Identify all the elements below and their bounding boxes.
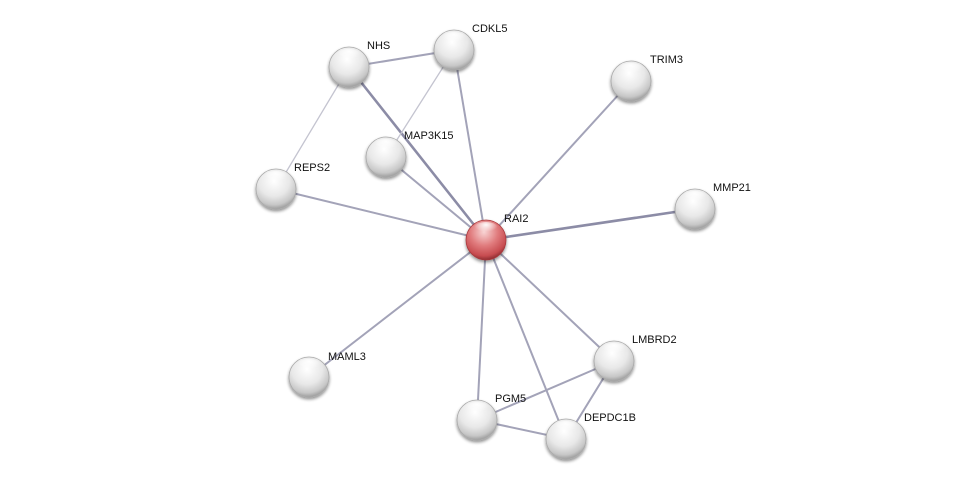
node-lmbrd2[interactable]: LMBRD2 [593, 334, 677, 382]
node-nhs[interactable]: NHS [328, 40, 390, 88]
edge-rai2-reps2 [275, 188, 487, 241]
node-highlight [473, 222, 499, 236]
node-highlight [441, 32, 467, 46]
node-label: MMP21 [713, 182, 751, 194]
node-reps2[interactable]: REPS2 [255, 162, 330, 210]
node-maml3[interactable]: MAML3 [288, 351, 366, 398]
node-label: PGM5 [495, 393, 526, 405]
node-depdc1b[interactable]: DEPDC1B [545, 412, 636, 460]
edge-nhs-reps2 [275, 66, 350, 190]
node-highlight [553, 421, 579, 435]
node-label: REPS2 [294, 162, 330, 174]
node-highlight [618, 63, 644, 77]
node-highlight [373, 139, 399, 153]
edge-rai2-cdkl5 [453, 49, 487, 241]
node-rai2[interactable]: RAI2 [465, 213, 528, 261]
edge-rai2-map3k15 [385, 156, 487, 241]
node-label: NHS [367, 40, 390, 52]
edge-rai2-pgm5 [476, 239, 487, 421]
edge-rai2-trim3 [485, 80, 632, 241]
node-label: MAP3K15 [404, 130, 454, 142]
node-highlight [296, 359, 322, 373]
node-map3k15[interactable]: MAP3K15 [365, 130, 454, 178]
edge-rai2-lmbrd2 [485, 239, 615, 362]
edge-cdkl5-map3k15 [385, 49, 455, 158]
node-mmp21[interactable]: MMP21 [674, 182, 751, 230]
edge-rai2-nhs [347, 65, 488, 242]
node-cdkl5[interactable]: CDKL5 [433, 23, 507, 71]
node-label: TRIM3 [650, 54, 683, 66]
node-label: DEPDC1B [584, 412, 636, 424]
node-label: MAML3 [328, 351, 366, 363]
edge-rai2-mmp21 [484, 207, 697, 242]
node-highlight [682, 191, 708, 205]
node-trim3[interactable]: TRIM3 [610, 54, 683, 102]
node-pgm5[interactable]: PGM5 [456, 393, 526, 441]
node-highlight [263, 171, 289, 185]
node-label: CDKL5 [472, 23, 507, 35]
node-label: LMBRD2 [632, 334, 677, 346]
node-highlight [601, 343, 627, 357]
node-label: RAI2 [504, 213, 528, 225]
node-highlight [336, 49, 362, 63]
edge-rai2-maml3 [308, 239, 487, 378]
node-highlight [464, 402, 490, 416]
edge-rai2-depdc1b [485, 239, 567, 440]
edge-lmbrd2-pgm5 [476, 360, 615, 421]
